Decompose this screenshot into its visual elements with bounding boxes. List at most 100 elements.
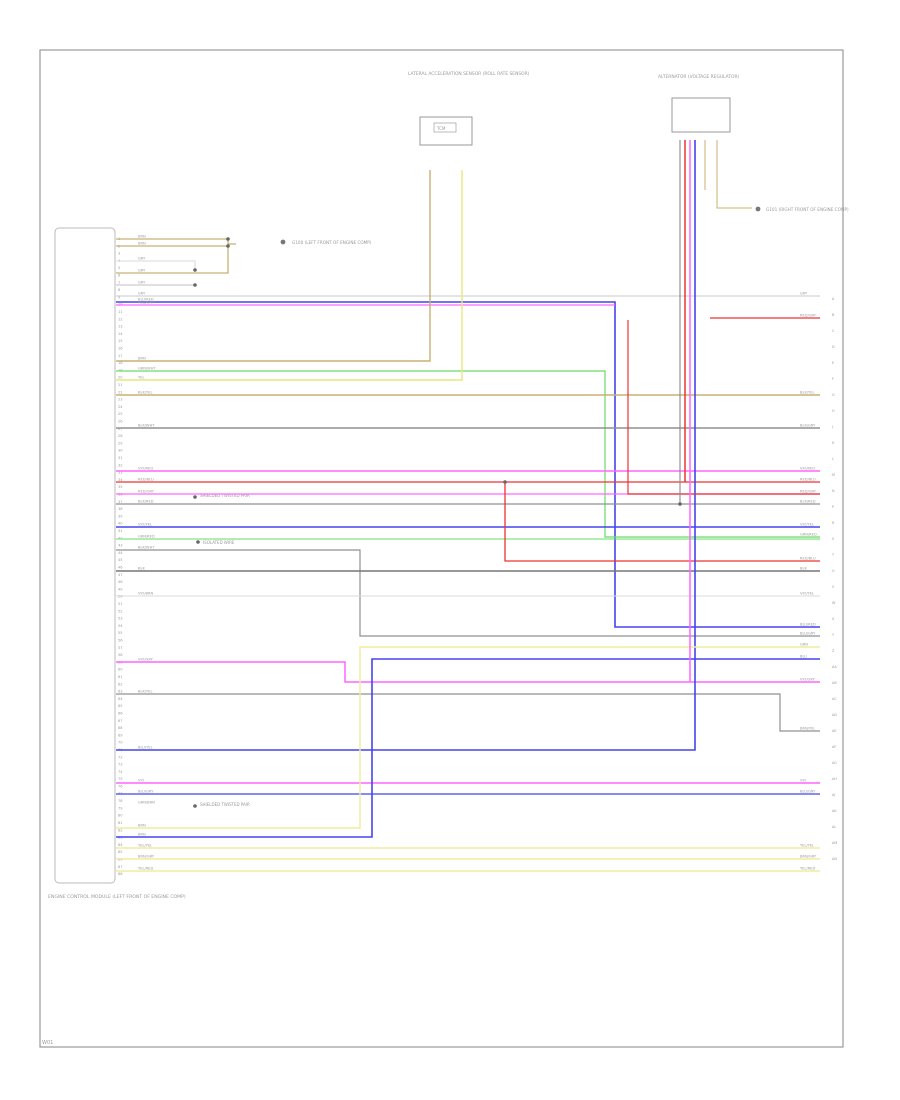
- ecm-pin-label: 74: [118, 770, 123, 774]
- connector-id: N: [832, 489, 835, 493]
- connector-ids: ABCDEFGHJKLMNPRSTUVWXYZAAABACADAEAFAGAHA…: [831, 297, 837, 861]
- ground-b-label: G101 (RIGHT FRONT OF ENGINE COMP): [766, 207, 849, 212]
- ecm-pin-label: 63: [118, 690, 123, 694]
- splice-dot: [193, 283, 197, 287]
- ecm-pin-label: 9: [118, 295, 121, 299]
- wire-left-label: BLK/RED: [138, 500, 154, 504]
- ecm-pin-label: 16: [118, 347, 123, 351]
- splice-dot: [678, 502, 682, 506]
- wire-right-label: RED/GRY: [800, 490, 817, 494]
- wire-left-labels: BRNBRNGRYGRYGRYGRYBLU/REDRED/GRYBRNGRN/W…: [138, 235, 156, 871]
- ecm-pin-label: 40: [118, 522, 123, 526]
- ecm-pin-label: 39: [118, 514, 123, 518]
- ecm-pin-label: 69: [118, 733, 123, 737]
- wire-left-label: RED/GRY: [138, 490, 155, 494]
- wire: [116, 693, 820, 732]
- ecm-pin-label: 46: [118, 566, 123, 570]
- wire-right-label: YEL/YEL: [800, 844, 814, 848]
- ecm-pin-label: 7: [118, 281, 120, 285]
- ecm-pin-label: 58: [118, 653, 123, 657]
- ecm-pin-label: 23: [118, 398, 123, 402]
- connector-id: AH: [832, 777, 837, 781]
- wire-group: [116, 140, 820, 872]
- ecm-pin-label: 12: [118, 317, 123, 321]
- connector-id: A: [832, 297, 835, 301]
- wire: [116, 646, 820, 829]
- connector-id: K: [832, 441, 835, 445]
- ecm-module-title: ENGINE CONTROL MODULE (LEFT FRONT OF ENG…: [48, 894, 186, 900]
- ground-a-label: G100 (LEFT FRONT OF ENGINE COMP): [292, 240, 372, 245]
- ecm-pin-label: 60: [118, 668, 123, 672]
- ecm-pin-label: 51: [118, 602, 123, 606]
- ecm-pin-label: 72: [118, 755, 123, 759]
- ground-a-icon: [280, 239, 286, 245]
- splice-dot: [226, 237, 230, 241]
- ecm-pin-label: 80: [118, 814, 123, 818]
- wire-left-label: RED/BLU: [138, 478, 154, 482]
- wire-left-label: VIO: [138, 779, 145, 783]
- connector-id: AM: [832, 841, 837, 845]
- ecm-pin-label: 15: [118, 339, 123, 343]
- ecm-pin-label: 57: [118, 646, 123, 650]
- connector-id: U: [832, 569, 835, 573]
- wire: [116, 260, 196, 270]
- wire-right-label: GRN: [800, 643, 808, 647]
- wire-right-label: VIO: [800, 779, 807, 783]
- wire-left-label: RED/GRY: [138, 301, 155, 305]
- ecm-pin-label: 73: [118, 763, 123, 767]
- ecm-pin-label: 35: [118, 485, 123, 489]
- wire-left-label: VIO/YEL: [138, 523, 152, 527]
- ecm-pin-label: 52: [118, 609, 123, 613]
- connector-id: AN: [832, 857, 837, 861]
- connector-id: Y: [832, 633, 835, 637]
- connector-id: L: [832, 457, 834, 461]
- wire-left-label: GRN/WHT: [138, 367, 156, 371]
- connector-id: AB: [832, 681, 837, 685]
- connector-id: AA: [832, 665, 837, 669]
- connector-id: S: [832, 537, 834, 541]
- ecm-pin-label: 55: [118, 631, 123, 635]
- ecm-pin-label: 18: [118, 361, 123, 365]
- connector-id: V: [832, 585, 835, 589]
- wire-left-label: BRN: [138, 235, 146, 239]
- wire: [116, 246, 229, 274]
- wire-right-labels: GRYRED/GRYBLK/YELBLK/GRYVIO/REDRED/BLURE…: [800, 292, 817, 871]
- lateral-acceleration-sensor-box: [419, 116, 473, 146]
- connector-id: AF: [832, 745, 836, 749]
- ecm-pin-label: 62: [118, 682, 123, 686]
- ecm-pin-label: 65: [118, 704, 123, 708]
- connector-id: R: [832, 521, 835, 525]
- wire-left-label: BLK/WHT: [138, 424, 155, 428]
- ecm-pin-label: 8: [118, 288, 121, 292]
- wire-left-label: BRN: [138, 824, 146, 828]
- ecm-pin-label: 67: [118, 719, 123, 723]
- wire-right-label: GRY: [800, 292, 808, 296]
- wire-left-label: YEL/YEL: [138, 844, 152, 848]
- note-shielded-twisted-pair-1: SHIELDED TWISTED PAIR: [200, 493, 250, 498]
- wire: [716, 140, 752, 209]
- wire-left-label: GRY: [138, 281, 146, 285]
- wire-right-label: VIO/GRY: [800, 678, 816, 682]
- ecm-pin-label: 88: [118, 872, 123, 876]
- ecm-pin-label: 13: [118, 325, 123, 329]
- connector-id: AG: [832, 761, 837, 765]
- component-b-title: ALTERNATOR (VOLTAGE REGULATOR): [658, 74, 739, 80]
- wire-left-label: BLU/YEL: [138, 746, 153, 750]
- connector-id: E: [832, 361, 834, 365]
- wire: [116, 170, 431, 362]
- ecm-pin-label: 27: [118, 427, 123, 431]
- wire: [116, 238, 236, 245]
- ecm-pin-label: 26: [118, 420, 123, 424]
- wire-left-label: BLK/WHT: [138, 546, 155, 550]
- wire: [116, 140, 696, 751]
- splice-dot: [196, 540, 200, 544]
- connector-id: AC: [832, 697, 837, 701]
- wire-left-label: BRN: [138, 357, 146, 361]
- wire-right-label: BLK/GRY: [800, 424, 816, 428]
- connector-id: AD: [832, 713, 837, 717]
- connector-id: X: [832, 617, 835, 621]
- ecm-pin-label: 32: [118, 463, 123, 467]
- ecm-pin-label: 78: [118, 799, 123, 803]
- connector-id: F: [832, 377, 834, 381]
- engine-control-module-box: [54, 227, 116, 884]
